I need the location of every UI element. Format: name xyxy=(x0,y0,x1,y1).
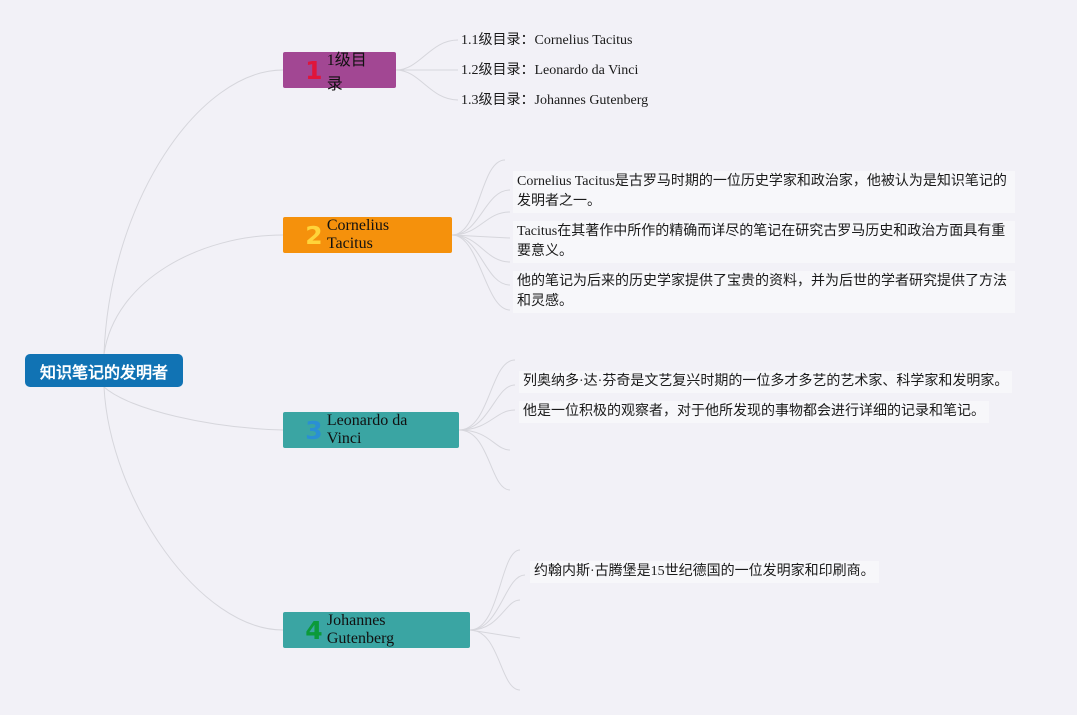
branch-topic-3-label: Leonardo da Vinci xyxy=(326,412,408,447)
leaf-1-1[interactable]: 1.1级目录：Cornelius Tacitus xyxy=(461,33,633,48)
leaf-4-1[interactable]: 约翰内斯·古腾堡是15世纪德国的一位发明家和印刷商。 xyxy=(530,561,879,583)
leaf-3-2[interactable]: 他是一位积极的观察者，对于他所发现的事物都会进行详细的记录和笔记。 xyxy=(519,401,989,423)
root-topic[interactable]: 知识笔记的发明者 xyxy=(25,354,183,387)
branch-topic-1[interactable]: 1 1级目录 xyxy=(283,52,396,93)
branch-topic-1-label: 1级目录 xyxy=(326,52,367,93)
leaf-1-2[interactable]: 1.2级目录：Leonardo da Vinci xyxy=(461,63,639,78)
leaf-2-2[interactable]: Tacitus在其著作中所作的精确而详尽的笔记在研究古罗马历史和政治方面具有重要… xyxy=(513,221,1015,263)
branch-topic-2[interactable]: 2 Cornelius Tacitus xyxy=(283,217,452,253)
number-1-icon: 1 xyxy=(305,55,323,85)
root-topic-label: 知识笔记的发明者 xyxy=(39,362,168,382)
branch-topic-4-label: Johannes Gutenberg xyxy=(326,612,395,647)
leaf-3-1[interactable]: 列奥纳多·达·芬奇是文艺复兴时期的一位多才多艺的艺术家、科学家和发明家。 xyxy=(519,371,1013,393)
number-3-icon: 3 xyxy=(305,415,323,445)
branch-topic-2-label: Cornelius Tacitus xyxy=(326,217,390,252)
number-2-icon: 2 xyxy=(305,220,323,250)
leaf-2-3[interactable]: 他的笔记为后来的历史学家提供了宝贵的资料，并为后世的学者研究提供了方法和灵感。 xyxy=(513,271,1015,313)
leaf-1-3[interactable]: 1.3级目录：Johannes Gutenberg xyxy=(461,93,649,108)
branch-topic-4[interactable]: 4 Johannes Gutenberg xyxy=(283,612,470,648)
branch-topic-3[interactable]: 3 Leonardo da Vinci xyxy=(283,412,459,448)
number-4-icon: 4 xyxy=(305,615,323,645)
leaf-2-1[interactable]: Cornelius Tacitus是古罗马时期的一位历史学家和政治家，他被认为是… xyxy=(513,171,1015,213)
